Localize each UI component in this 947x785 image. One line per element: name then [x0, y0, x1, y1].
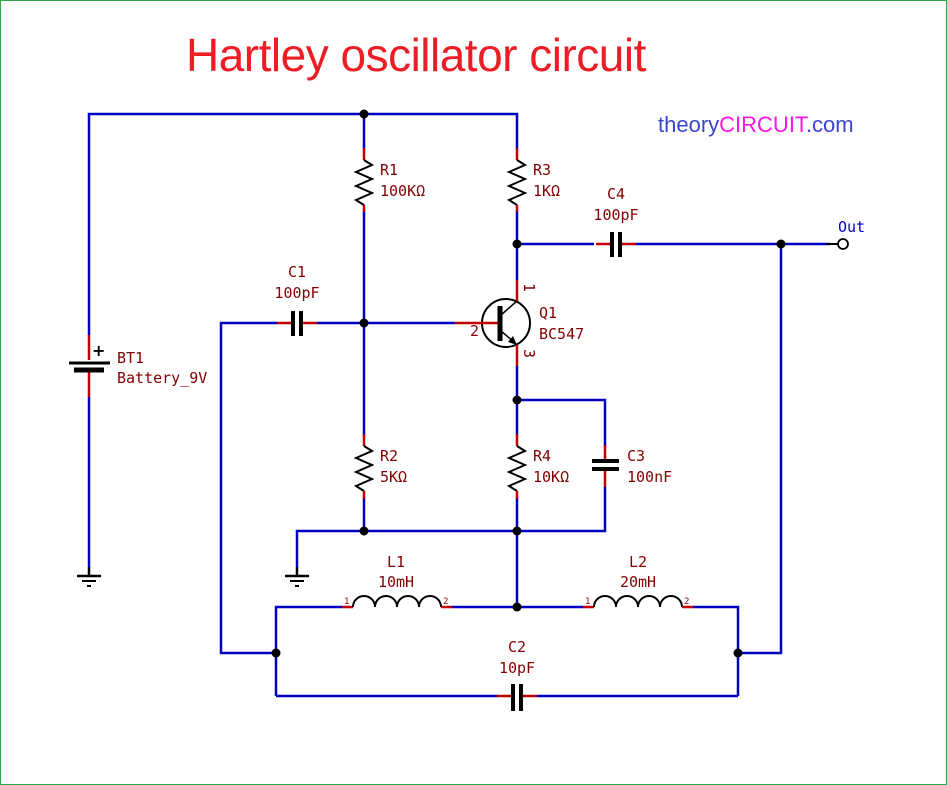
bt1-ref: BT1 [117, 349, 144, 367]
output-label: Out [838, 218, 865, 236]
ground-icon [285, 567, 309, 587]
battery-plus-sign: + [92, 341, 105, 360]
inductor-l2[interactable]: 1 2 L2 20mH [583, 553, 693, 609]
wire-top-rail [87, 112, 519, 335]
diagram-title: Hartley oscillator circuit [186, 29, 646, 81]
wire-tank-right [693, 605, 740, 696]
junction-dot [512, 239, 522, 249]
resistor-r3[interactable]: R3 1KΩ [506, 148, 560, 212]
r4-value: 10KΩ [533, 468, 569, 486]
c4-ref: C4 [607, 185, 625, 203]
junction-dot [512, 526, 522, 536]
l1-value: 10mH [378, 573, 414, 591]
l2-ref: L2 [629, 553, 647, 571]
bt1-value: Battery_9V [117, 369, 207, 387]
r1-value: 100KΩ [380, 182, 425, 200]
c3-value: 100nF [627, 468, 672, 486]
c1-value: 100pF [274, 284, 319, 302]
c1-ref: C1 [288, 263, 306, 281]
junction-dot [359, 526, 369, 536]
wire-tank-left [274, 605, 342, 696]
brand-part3: .com [805, 112, 854, 137]
junction-dot [512, 602, 522, 612]
l1-pin1: 1 [344, 597, 349, 607]
q1-pin-emitter: 3 [520, 349, 538, 358]
l1-ref: L1 [387, 553, 405, 571]
q1-pin-collector: 1 [520, 283, 538, 292]
capacitor-c3[interactable]: C3 100nF [592, 445, 672, 487]
brand-part2: CIRCUIT [719, 112, 806, 137]
capacitor-c1[interactable]: C1 100pF [274, 263, 320, 336]
wires [87, 112, 830, 698]
l2-pin1: 1 [585, 597, 590, 607]
r4-ref: R4 [533, 447, 551, 465]
r3-value: 1KΩ [533, 182, 560, 200]
output-terminal[interactable]: Out [826, 218, 865, 250]
c2-ref: C2 [508, 638, 526, 656]
junction-dot [271, 648, 281, 658]
c4-value: 100pF [593, 206, 638, 224]
q1-ref: Q1 [539, 304, 557, 322]
r1-ref: R1 [380, 161, 398, 179]
r2-value: 5KΩ [380, 468, 407, 486]
c3-ref: C3 [627, 447, 645, 465]
l2-pin2: 2 [684, 597, 689, 607]
r3-ref: R3 [533, 161, 551, 179]
capacitor-c2[interactable]: C2 10pF [497, 638, 537, 711]
wire-emitter-c3 [517, 398, 607, 447]
resistor-r2[interactable]: R2 5KΩ [353, 434, 407, 499]
junctions [271, 109, 786, 658]
wire-c3-ground [295, 487, 607, 567]
c2-value: 10pF [499, 659, 535, 677]
ground-icon [77, 567, 101, 587]
junction-dot [359, 109, 369, 119]
junction-dot [776, 239, 786, 249]
junction-dot [733, 648, 743, 658]
junction-dot [512, 395, 522, 405]
q1-pin-base: 2 [470, 322, 479, 340]
wire-c1-left [219, 321, 277, 655]
r2-ref: R2 [380, 447, 398, 465]
resistor-r1[interactable]: R1 100KΩ [353, 148, 425, 212]
l2-value: 20mH [620, 573, 656, 591]
brand-part1: theory [658, 112, 720, 137]
q1-value: BC547 [539, 325, 584, 343]
brand-watermark: theoryCIRCUIT.com [658, 112, 854, 138]
transistor-q1[interactable]: 2 1 3 Q1 BC547 [455, 280, 584, 366]
inductor-l1[interactable]: 1 2 L1 10mH [342, 553, 452, 609]
battery-bt1[interactable]: + BT1 Battery_9V [69, 335, 207, 397]
l1-pin2: 2 [443, 597, 448, 607]
junction-dot [359, 318, 369, 328]
wire-out-feedback [738, 244, 783, 655]
resistor-r4[interactable]: R4 10KΩ [506, 434, 569, 499]
capacitor-c4[interactable]: C4 100pF [593, 185, 639, 257]
